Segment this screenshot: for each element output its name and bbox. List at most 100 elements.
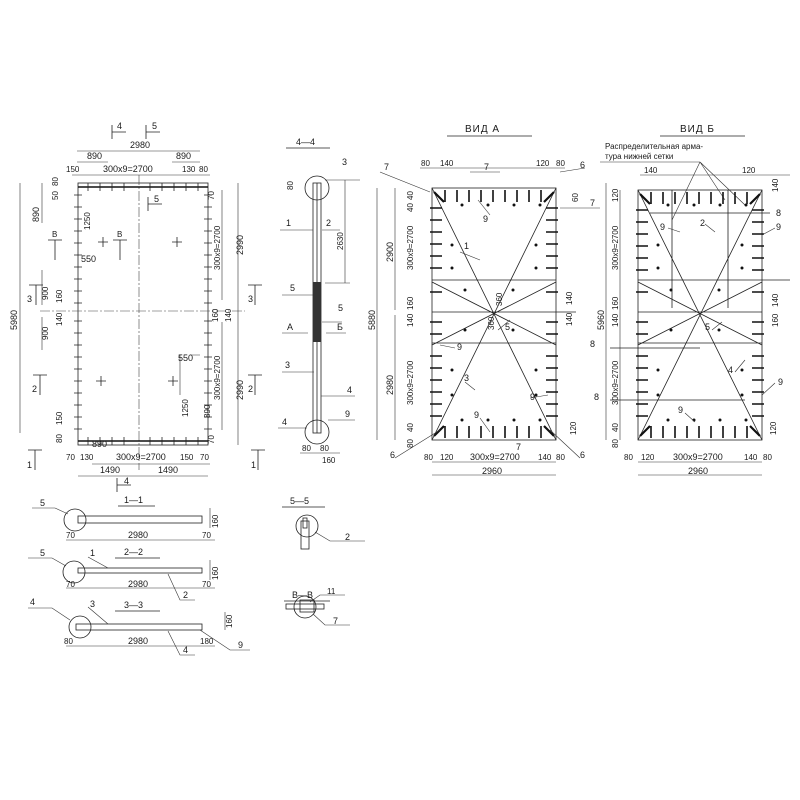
section-marker-label: В [117, 230, 122, 239]
dim-label: 360 [487, 316, 496, 330]
callout-label: 7 [590, 198, 595, 208]
dim-label: 70 [200, 453, 209, 462]
section-marker-label: В [52, 230, 57, 239]
dim-label: 160 [771, 313, 780, 327]
section-markers: 4 5 5 В В 3 3 2 2 1 1 4 [27, 121, 265, 492]
dim-label: 120 [742, 166, 756, 175]
dim-label: 160 [322, 456, 336, 465]
dim-label: 80 [763, 453, 772, 462]
dim-label: 40 [406, 203, 415, 212]
dim-label: 120 [641, 453, 655, 462]
callout-label: 4 [282, 417, 287, 427]
callout-label: 8 [590, 339, 595, 349]
dim-label: 140 [440, 159, 454, 168]
callout-label: 7 [484, 162, 489, 172]
dim-label: 150 [55, 411, 64, 425]
panel-outline [77, 182, 209, 446]
callout-label: 11 [327, 587, 336, 596]
dim-label: 80 [51, 177, 60, 186]
section-title: 5—5 [290, 496, 309, 506]
dim-label: 70 [66, 580, 75, 589]
dim-label: 300x9=2700 [213, 225, 222, 270]
dim-label: 890 [31, 207, 41, 222]
section-title: 4—4 [296, 137, 315, 147]
dim-label: 40 [406, 423, 415, 432]
dim-label: 1250 [181, 399, 190, 417]
dim-label: 70 [202, 580, 211, 589]
section-marker-label: 1 [251, 460, 256, 470]
concrete-insert [313, 282, 321, 342]
callout-label: 3 [90, 599, 95, 609]
callout-label: 9 [778, 377, 783, 387]
section-title: В—В [292, 590, 313, 600]
dim-label: 2960 [482, 466, 502, 476]
dim-label: 80 [320, 444, 329, 453]
callout-label: 7 [384, 162, 389, 172]
callout-label: 1 [90, 548, 95, 558]
callout-label: 5 [40, 548, 45, 558]
callout-label: 5 [290, 283, 295, 293]
callout-label: 5 [705, 322, 710, 332]
dim-label: 80 [406, 439, 415, 448]
callout-label: 8 [594, 392, 599, 402]
callout-label: 9 [678, 405, 683, 415]
note-text: Распределительная арма- [605, 142, 703, 151]
dim-label: 80 [611, 439, 620, 448]
dim-label: 140 [771, 178, 780, 192]
callout-label: 9 [457, 342, 462, 352]
dim-label: 180 [200, 637, 214, 646]
section-marker-label: 1 [27, 460, 32, 470]
dim-label: 2980 [128, 530, 148, 540]
dim-label: 2630 [336, 232, 345, 250]
dim-label: 50 [51, 191, 60, 200]
callout-label: 9 [660, 222, 665, 232]
dim-label: 70 [207, 191, 216, 200]
dim-label: 300x9=2700 [213, 355, 222, 400]
dim-label: 550 [81, 254, 96, 264]
dim-label: 2980 [128, 636, 148, 646]
dimension-lines [19, 150, 239, 477]
dim-label: 70 [66, 531, 75, 540]
dim-label: 70 [202, 531, 211, 540]
dim-label: 140 [644, 166, 658, 175]
dim-label: 5980 [9, 310, 19, 330]
section-1-1: 1—1 5 160 70 2980 70 [32, 495, 220, 541]
dim-label: 120 [611, 188, 620, 202]
dim-label: 5880 [367, 310, 377, 330]
callout-label: 4 [347, 385, 352, 395]
dim-label: 2990 [235, 380, 245, 400]
dim-label: 140 [406, 313, 415, 327]
callout-label: 2 [183, 590, 188, 600]
callout-label: 5 [505, 322, 510, 332]
dim-label: 890 [87, 151, 102, 161]
dim-label: 80 [556, 159, 565, 168]
dim-label: 80 [286, 181, 295, 190]
section-2-2: 2—2 5 1 2 160 70 2980 70 [28, 547, 220, 601]
dim-label: 300x9=2700 [470, 452, 520, 462]
dim-label: 120 [569, 421, 578, 435]
dim-label: 40 [406, 191, 415, 200]
section-marker-label: 2 [32, 384, 37, 394]
dim-label: 160 [611, 296, 620, 310]
dim-label: 1250 [83, 212, 92, 230]
dim-label: 160 [211, 566, 220, 580]
callout-label: 4 [30, 597, 35, 607]
dim-label: 900 [41, 326, 50, 340]
dim-label: 80 [556, 453, 565, 462]
callout-label: 6 [390, 450, 395, 460]
lifting-loops [96, 237, 182, 386]
callout-label: 9 [776, 222, 781, 232]
anchor-dots [450, 203, 542, 422]
dim-label: 160 [225, 614, 234, 628]
callout-label: 9 [238, 640, 243, 650]
callout-label: 9 [483, 214, 488, 224]
section-4-4: 4—4 3 80 2630 1 2 5 5 А Б 3 4 4 9 80 80 … [278, 137, 360, 465]
dim-label: 2960 [688, 466, 708, 476]
dim-label: 130 [80, 453, 94, 462]
dim-label: 140 [55, 312, 64, 326]
dim-label: 2990 [235, 235, 245, 255]
callout-label: 9 [345, 409, 350, 419]
section-marker-label: 3 [27, 294, 32, 304]
dim-label: 300x9=2700 [611, 225, 620, 270]
